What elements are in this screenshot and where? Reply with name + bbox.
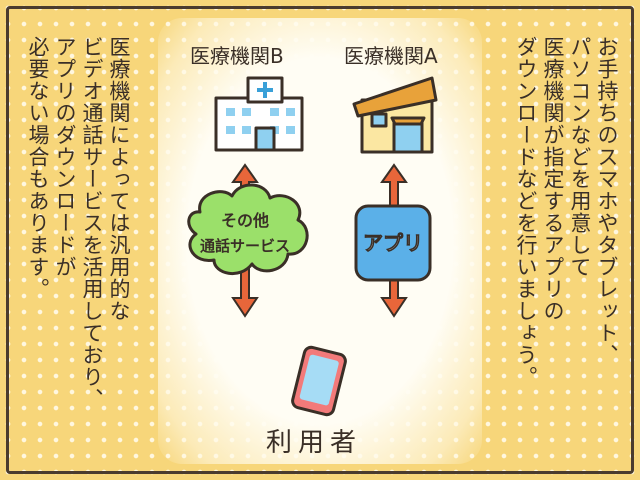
left-caption-line: 必要ない場合もあります。 bbox=[26, 36, 50, 300]
app-icon: アプリ bbox=[354, 204, 432, 282]
user-label: 利用者 bbox=[266, 428, 363, 458]
right-caption-line: ダウンロードなどを行いましょう。 bbox=[514, 36, 538, 388]
comic-frame bbox=[6, 6, 634, 474]
hospital-icon bbox=[214, 76, 304, 152]
cloud-icon: その他 通話サービス bbox=[187, 183, 309, 275]
left-caption: 医療機関によっては汎用的な ビデオ通話サービスを活用しており、 アプリのダウンロ… bbox=[24, 36, 132, 410]
right-caption-line: お手持ちのスマホやタブレット、 bbox=[595, 36, 619, 366]
left-caption-line: 医療機関によっては汎用的な bbox=[107, 36, 131, 322]
app-icon-label: アプリ bbox=[363, 231, 423, 255]
cloud-label-line2: 通話サービス bbox=[200, 237, 290, 255]
facility-a-label: 医療機関A bbox=[344, 44, 438, 68]
left-caption-line: ビデオ通話サービスを活用しており、 bbox=[80, 36, 104, 410]
clinic-icon bbox=[352, 76, 438, 154]
smartphone-icon bbox=[291, 345, 347, 417]
right-caption-line: 医療機関が指定するアプリの bbox=[541, 36, 565, 322]
right-caption-line: パソコンなどを用意して bbox=[568, 36, 592, 278]
cloud-label-line1: その他 bbox=[221, 211, 269, 230]
left-caption-line: アプリのダウンロードが bbox=[53, 36, 77, 278]
facility-b-label: 医療機関B bbox=[190, 44, 284, 68]
right-caption: お手持ちのスマホやタブレット、 パソコンなどを用意して 医療機関が指定するアプリ… bbox=[512, 36, 620, 388]
